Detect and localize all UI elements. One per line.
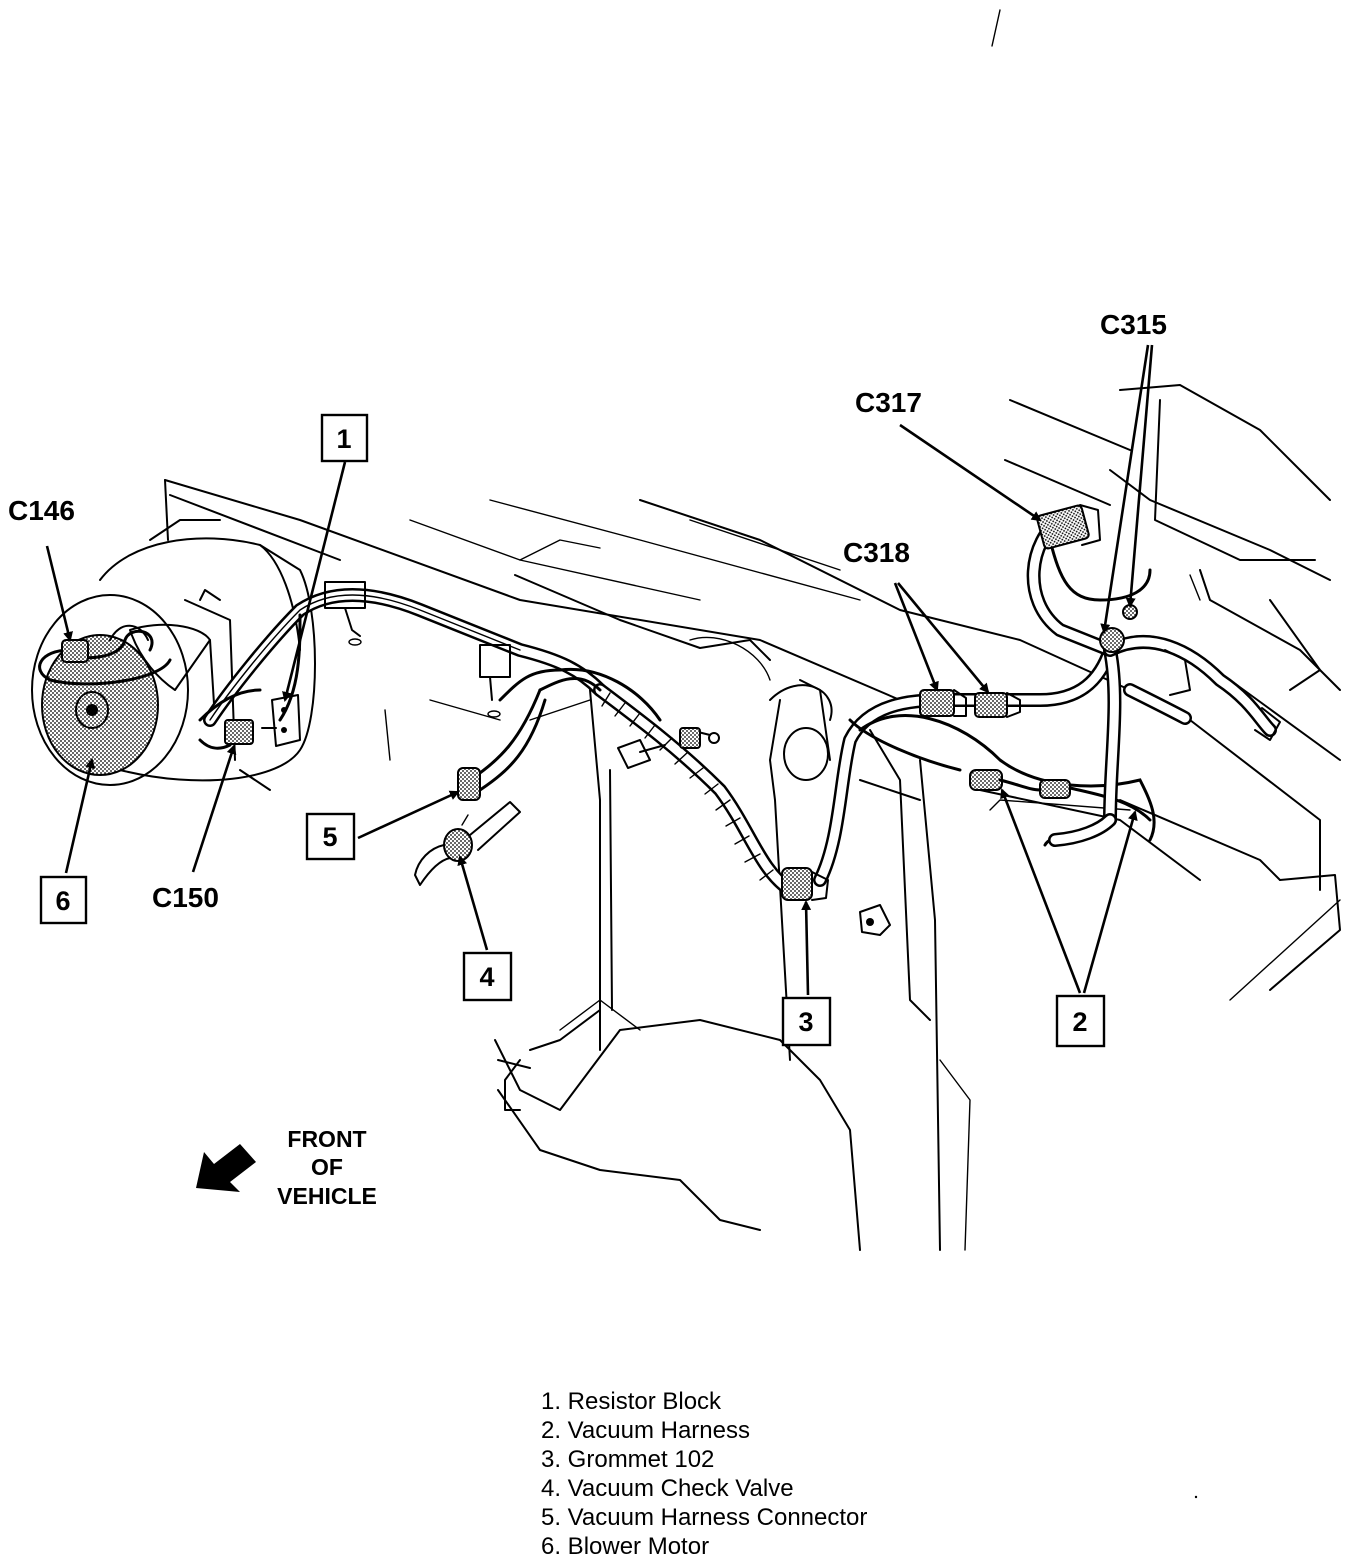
body-panel-outlines — [164, 384, 1341, 1251]
number-box-2: 2 — [1055, 994, 1106, 1048]
hook-bracket — [859, 904, 891, 936]
c150-arrow — [191, 744, 237, 873]
c315-arrow-left — [1100, 344, 1150, 634]
leader-arrows — [45, 344, 1154, 996]
blower-motor — [31, 519, 316, 791]
box-4-arrow — [457, 855, 489, 951]
number-box-4: 4 — [462, 951, 513, 1002]
svg-text:3: 3 — [798, 1007, 813, 1037]
legend-item: 4. Vacuum Check Valve — [541, 1475, 794, 1502]
legend-item: 3. Grommet 102 — [541, 1446, 715, 1473]
vacuum-check-valve — [414, 801, 521, 886]
front-of-vehicle-indicator: FRONT OF VEHICLE — [196, 1126, 377, 1209]
box-3-arrow — [801, 900, 812, 996]
front-arrow-icon — [196, 1144, 256, 1192]
parts-legend: 1. Resistor Block 2. Vacuum Harness 3. G… — [541, 1387, 867, 1561]
legend-item: 6. Blower Motor — [541, 1533, 710, 1560]
c150-label: C150 — [152, 882, 219, 913]
grommet-102 — [781, 867, 829, 901]
fasteners — [617, 727, 720, 769]
vacuum-harness — [969, 769, 1152, 822]
c317-arrow — [899, 423, 1042, 522]
stray-mark — [991, 9, 1001, 47]
c146-label: C146 — [8, 495, 75, 526]
number-box-5: 5 — [305, 812, 356, 861]
number-box-3: 3 — [781, 996, 832, 1047]
harness-clip-upper — [324, 581, 511, 718]
legend-item: 1. Resistor Block — [541, 1388, 722, 1415]
svg-text:2: 2 — [1072, 1007, 1087, 1037]
box-5-arrow — [357, 790, 460, 840]
svg-text:1: 1 — [336, 424, 351, 454]
box-6-arrow — [64, 758, 96, 874]
c315-label: C315 — [1100, 309, 1167, 340]
front-label-line2: OF — [311, 1154, 343, 1180]
front-label-line3: VEHICLE — [277, 1183, 377, 1209]
legend-item: 2. Vacuum Harness — [541, 1417, 750, 1444]
svg-text:6: 6 — [55, 886, 70, 916]
c146-connector — [38, 624, 172, 686]
legend-item: 5. Vacuum Harness Connector — [541, 1504, 868, 1531]
svg-text:5: 5 — [322, 822, 337, 852]
svg-text:4: 4 — [479, 962, 494, 992]
box-1-arrow — [282, 461, 347, 702]
c318-label: C318 — [843, 537, 910, 568]
c318-arrow-right — [896, 582, 990, 694]
c317-c315-cluster — [1026, 504, 1281, 847]
box-2-arrow-right — [1082, 810, 1138, 994]
number-box-1: 1 — [320, 413, 369, 463]
main-harness — [198, 588, 1156, 897]
vacuum-harness-connector — [457, 767, 481, 801]
c317-label: C317 — [855, 387, 922, 418]
c318-connectors — [919, 689, 1021, 718]
stray-dot — [1194, 1495, 1198, 1499]
c146-arrow — [45, 545, 73, 642]
c315-arrow-right — [1125, 344, 1154, 608]
box-2-arrow-left — [1000, 788, 1082, 994]
c318-arrow-left — [893, 582, 939, 692]
c150-connector — [198, 719, 254, 750]
number-box-6: 6 — [39, 875, 88, 925]
front-label-line1: FRONT — [287, 1126, 366, 1152]
